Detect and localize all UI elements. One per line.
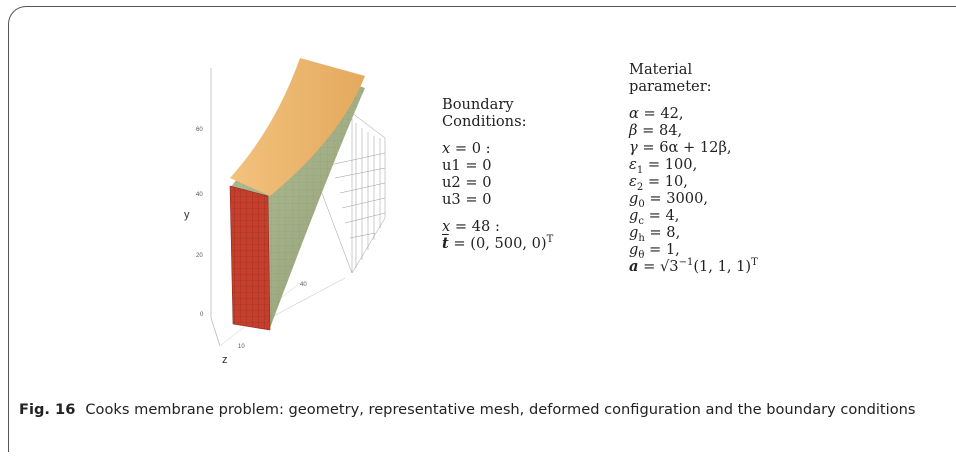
material-param-line: ε2 = 10,: [629, 173, 688, 193]
z-axis-label: z: [222, 354, 228, 366]
material-param-line: ε1 = 100,: [629, 156, 698, 176]
caption-text: Cooks membrane problem: geometry, repres…: [85, 401, 916, 418]
figure-label: Fig. 16: [19, 401, 76, 418]
material-param-line: β = 84,: [629, 122, 683, 139]
material-param-line: g0 = 3000,: [629, 190, 709, 210]
bc-u2-line: u2 = 0: [442, 174, 492, 191]
mp-heading-line1: Material: [629, 61, 693, 78]
mp-last-line: a = √3−1(1, 1, 1)T: [629, 257, 758, 275]
z-tick-10: 10: [238, 344, 245, 350]
bc-traction-line: t = (0, 500, 0)T: [442, 234, 554, 252]
material-param-line: gc = 4,: [629, 207, 680, 227]
boundary-conditions: Boundary Conditions: x = 0 : u1 = 0 u2 =…: [442, 96, 553, 252]
bc-u3-line: u3 = 0: [442, 191, 492, 208]
y-tick-60: 60: [196, 127, 203, 133]
reference-mesh: [319, 112, 386, 274]
material-param-line: gh = 8,: [629, 224, 681, 244]
bc-heading-line2: Conditions:: [442, 113, 527, 130]
y-tick-40: 40: [196, 192, 203, 198]
material-param-line: α = 42,: [629, 105, 684, 122]
deformed-top-face: [230, 58, 365, 196]
y-tick-20: 20: [196, 253, 203, 259]
material-param-line: γ = 6α + 12β,: [629, 139, 732, 156]
figure-caption: Fig. 16 Cooks membrane problem: geometry,…: [19, 399, 949, 421]
bc-heading-line1: Boundary: [442, 96, 514, 113]
bc-u1-line: u1 = 0: [442, 157, 492, 174]
figure-frame: [8, 6, 956, 452]
clamped-side-face: [229, 185, 271, 331]
y-axis-label: y: [184, 209, 190, 221]
material-param-line: gθ = 1,: [629, 241, 680, 261]
mp-heading-line2: parameter:: [629, 78, 712, 95]
bc-x48-line: x = 48 :: [442, 218, 500, 235]
x-tick-40: 40: [300, 282, 307, 288]
material-parameters: Material parameter: α = 42,β = 84,γ = 6α…: [629, 61, 758, 275]
bc-x0-line: x = 0 :: [442, 140, 491, 157]
y-tick-0: 0: [200, 312, 204, 318]
cooks-membrane-figure: 60 40 20 0 y x 40 z 10: [184, 58, 386, 366]
